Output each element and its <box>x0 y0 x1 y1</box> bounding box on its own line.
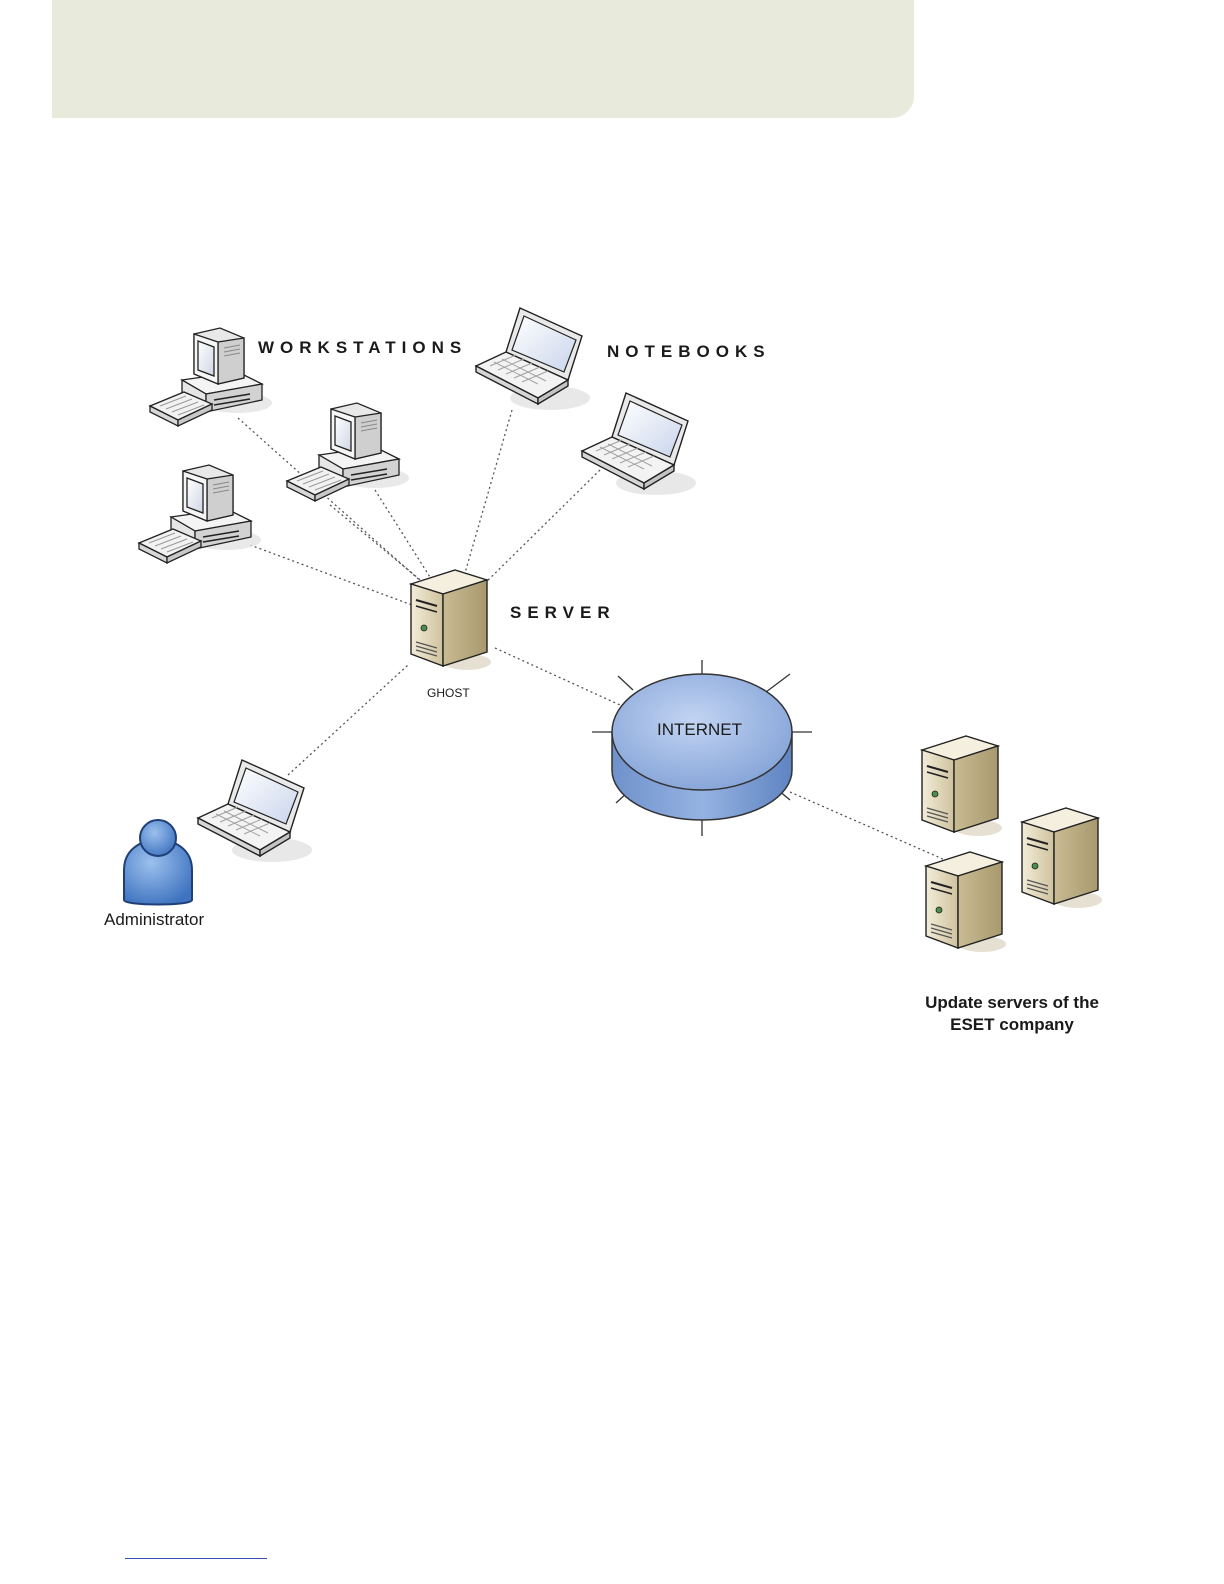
administrator-icon <box>124 820 192 905</box>
server-label: SERVER <box>510 603 616 623</box>
footer-rule <box>125 1558 267 1559</box>
link-workstation-4 <box>250 545 412 605</box>
link-server-internet <box>495 648 620 705</box>
link-workstation-3 <box>375 490 435 585</box>
workstations-label: WORKSTATIONS <box>258 338 467 358</box>
link-notebook-1 <box>463 410 512 580</box>
link-notebook-2 <box>478 470 600 590</box>
administrator-label: Administrator <box>104 910 204 930</box>
link-admin-server <box>288 665 408 775</box>
update-servers-label: Update servers of the ESET company <box>902 992 1122 1036</box>
eset-server-icon-2 <box>1022 808 1102 908</box>
workstation-icon-1 <box>150 328 272 426</box>
internet-icon <box>592 660 812 836</box>
workstation-icon-3 <box>139 465 261 563</box>
server-name-label: GHOST <box>427 686 470 700</box>
notebooks-label: NOTEBOOKS <box>607 342 771 362</box>
notebook-icon-1 <box>476 308 590 410</box>
internet-label: INTERNET <box>657 720 742 740</box>
eset-server-icon-1 <box>922 736 1002 836</box>
admin-laptop-icon <box>198 760 312 862</box>
eset-server-icon-3 <box>926 852 1006 952</box>
notebook-icon-2 <box>582 393 696 495</box>
server-icon <box>411 570 491 670</box>
link-workstation-2 <box>330 505 430 588</box>
workstation-icon-2 <box>287 403 409 501</box>
